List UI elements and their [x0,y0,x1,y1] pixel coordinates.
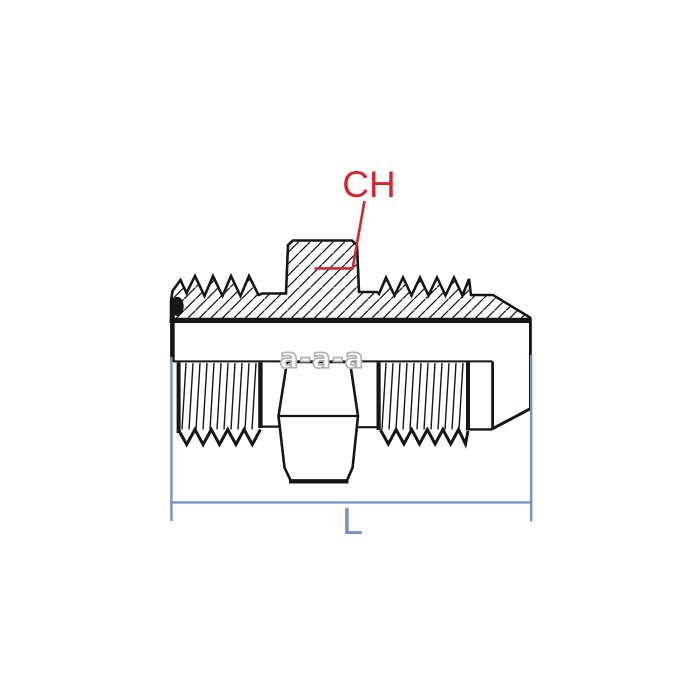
watermark-text: a-a-a [280,342,365,375]
dimension-l-label: L [342,501,363,543]
left-thread-crest-lines [181,362,257,430]
left-thread-profile-zigzag [177,426,262,448]
right-thread-profile-zigzag [379,426,470,449]
callout-leader-line [314,200,366,270]
right-thread-crest-lines [381,362,464,430]
flare-cone-edge [491,407,532,431]
callout-ch-label: CH [342,164,395,205]
sectioned-body-outline [169,239,532,321]
left-thread-external [176,362,263,448]
dimension-l [170,355,533,522]
fitting-external-bottom [172,318,532,484]
hex-bottom [277,360,360,483]
flare-nose [469,318,532,431]
right-thread-external [376,361,470,449]
oring-seal [171,296,184,317]
fitting-cross-section-top [169,239,532,361]
